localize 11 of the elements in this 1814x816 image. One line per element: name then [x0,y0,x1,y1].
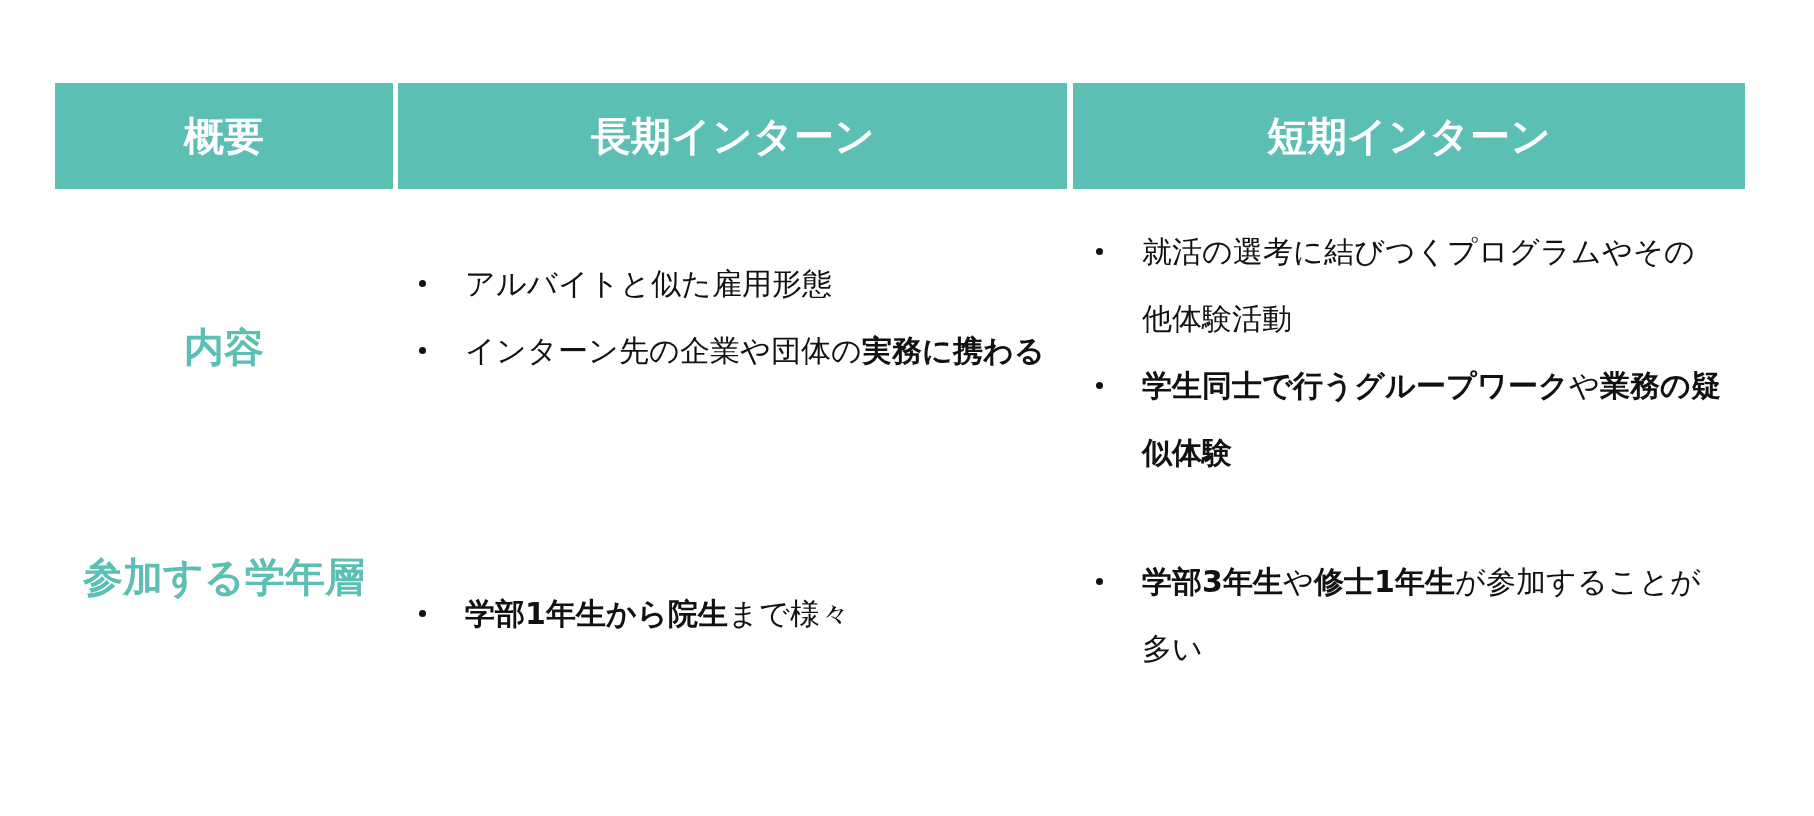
row-heading: 参加する学年層 [82,553,366,602]
bullet-item: 学部3年生や修士1年生が参加することが多い [1082,548,1722,682]
header-cell: 概要 [55,83,393,189]
header-cell: 長期インターン [398,83,1067,189]
bullet-item: 学生同士で行うグループワークや業務の疑似体験 [1082,352,1722,486]
bullet-item: アルバイトと似た雇用形態 [405,250,1045,317]
header-cell: 短期インターン [1073,83,1745,189]
row-heading: 内容 [183,323,265,372]
bullet-item: 就活の選考に結びつくプログラムやその他体験活動 [1082,218,1722,352]
bullet-item: インターン先の企業や団体の実務に携わる [405,317,1045,384]
bullet-item: 学部1年生から院生まで様々 [405,580,1045,647]
